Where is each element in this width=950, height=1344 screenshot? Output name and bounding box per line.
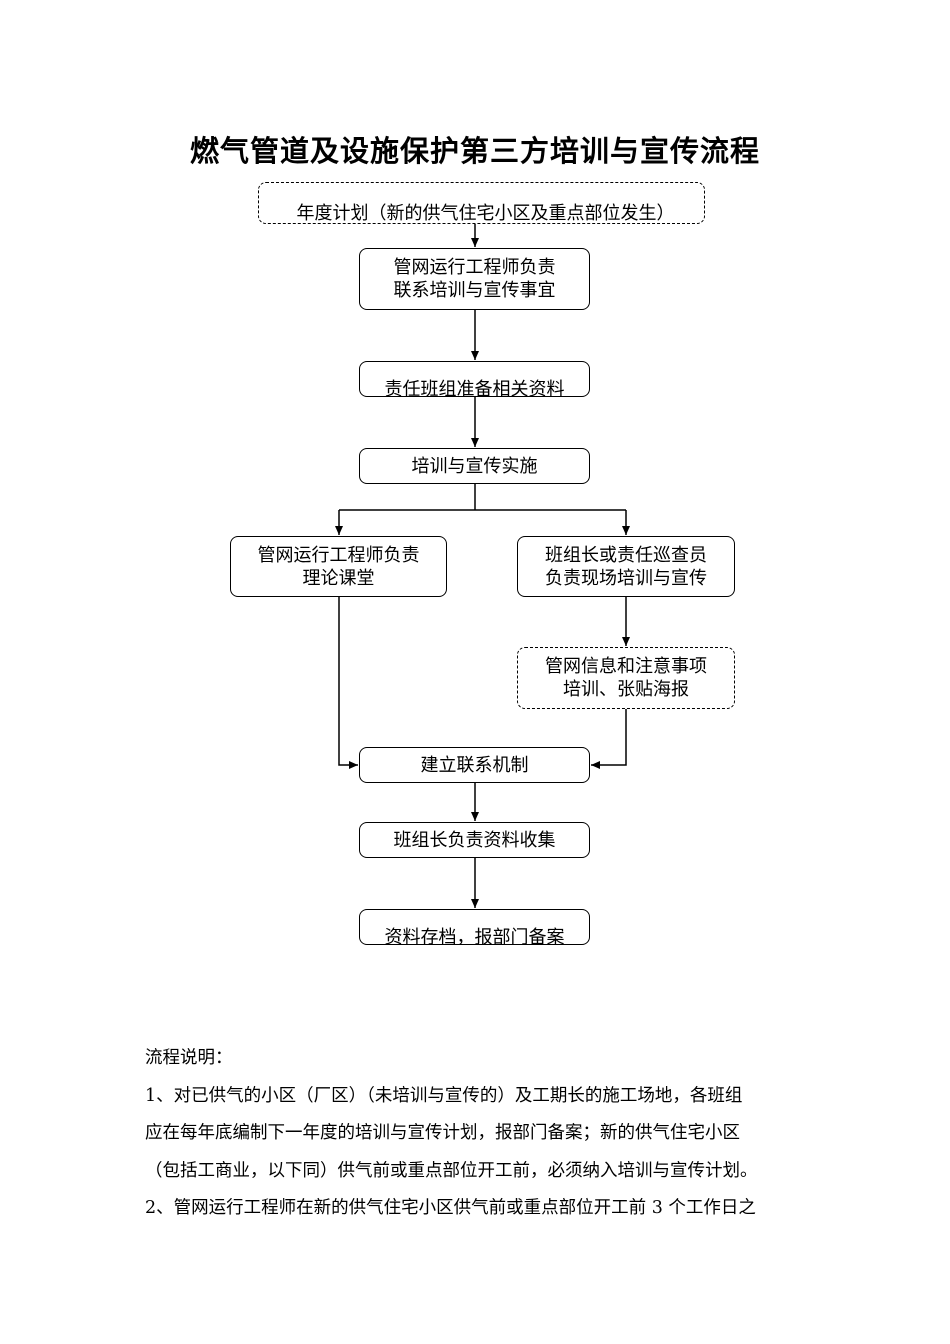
flow-connectors [335,224,630,908]
step-implement: 培训与宣传实施 [359,448,590,484]
step-archive-label: 资料存档，报部门备案 [384,926,565,948]
step-team-prepare-label: 责任班组准备相关资料 [384,378,565,400]
step-pipeline-info: 管网信息和注意事项 培训、张贴海报 [517,647,735,709]
notes-line: 应在每年底编制下一年度的培训与宣传计划，报部门备案；新的供气住宅小区 [145,1123,740,1143]
step-liaison: 建立联系机制 [359,747,590,783]
arrow-info-to-liaison [591,709,627,769]
step-onsite-training-label: 班组长或责任巡查员 负责现场培训与宣传 [545,544,707,589]
step-liaison-label: 建立联系机制 [420,754,529,776]
step-engineer-class-label: 管网运行工程师负责 理论课堂 [257,544,420,589]
step-pipeline-info-label: 管网信息和注意事项 培训、张贴海报 [545,656,707,700]
step-archive: 资料存档，报部门备案 [359,909,590,948]
step-collect: 班组长负责资料收集 [359,822,590,858]
process-notes: 流程说明： 1、对已供气的小区（厂区）（未培训与宣传的）及工期长的施工场地，各班… [145,1040,810,1228]
step-implement-label: 培训与宣传实施 [411,455,538,477]
step-engineer-contact: 管网运行工程师负责 联系培训与宣传事宜 [359,248,590,310]
step-collect-label: 班组长负责资料收集 [393,829,556,851]
notes-line: 1、对已供气的小区（厂区）（未培训与宣传的）及工期长的施工场地，各班组 [145,1085,743,1106]
step-engineer-class: 管网运行工程师负责 理论课堂 [230,536,447,597]
step-annual-plan: 年度计划（新的供气住宅小区及重点部位发生） [258,182,705,224]
step-engineer-contact-label: 管网运行工程师负责 联系培训与宣传事宜 [393,257,556,301]
step-onsite-training: 班组长或责任巡查员 负责现场培训与宣传 [517,536,735,597]
arrow-class-to-liaison [338,597,358,769]
step-team-prepare: 责任班组准备相关资料 [359,361,590,400]
notes-line: 2、管网运行工程师在新的供气住宅小区供气前或重点部位开工前 3 个工作日之 [145,1198,756,1218]
step-annual-plan-label: 年度计划（新的供气住宅小区及重点部位发生） [296,202,675,224]
notes-heading: 流程说明： [145,1048,233,1068]
notes-line: （包括工商业，以下同）供气前或重点部位开工前，必须纳入培训与宣传计划。 [145,1160,758,1181]
page-title: 燃气管道及设施保护第三方培训与宣传流程 [189,134,760,168]
